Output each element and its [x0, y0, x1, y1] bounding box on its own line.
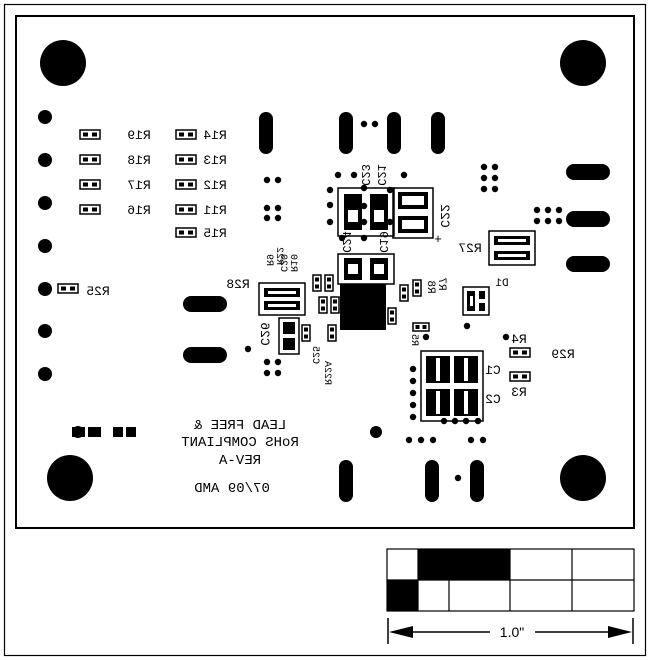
mounting-hole — [560, 455, 606, 501]
label-plus: + — [434, 232, 442, 247]
oval-pads — [183, 112, 610, 502]
label-c21: C21 — [374, 164, 388, 186]
label-r5: R5 — [408, 334, 419, 346]
label-d1: D1 — [495, 278, 509, 290]
capacitor-footprints — [258, 187, 536, 422]
label-r9: R9 — [263, 254, 274, 266]
label-r17: R17 — [127, 178, 150, 193]
label-r15: R15 — [203, 226, 226, 241]
label-c2: C2 — [485, 392, 501, 407]
note-rohs: RoHS COMPLIANT — [181, 435, 299, 451]
note-date: 07/09 AMD — [194, 481, 270, 497]
label-c26: C26 — [257, 322, 272, 345]
label-r4: R4 — [511, 332, 527, 347]
label-c25: C25 — [309, 346, 320, 364]
label-r16: R16 — [127, 203, 150, 218]
label-r13: R13 — [203, 153, 226, 168]
label-r19: R19 — [127, 128, 150, 143]
label-c1: C1 — [485, 363, 501, 378]
left-pad-column — [38, 110, 52, 381]
label-r18: R18 — [127, 153, 150, 168]
outer-frame — [3, 3, 647, 657]
note-rev: REV-A — [218, 453, 261, 469]
scale-label: 1.0" — [500, 624, 524, 640]
label-r25: R25 — [86, 284, 109, 299]
note-lead-free: LEAD FREE & — [193, 418, 286, 434]
label-r7: R7 — [435, 277, 447, 290]
mounting-holes — [40, 40, 606, 501]
label-r22: R22 — [273, 247, 284, 265]
board-notes: LEAD FREE & RoHS COMPLIANT REV-A 07/09 A… — [72, 418, 299, 497]
resistor-pads — [57, 129, 531, 382]
label-r22a: R22A — [321, 361, 332, 385]
mounting-hole — [47, 455, 93, 501]
label-r28: R28 — [226, 277, 249, 292]
label-c20: C20 — [277, 254, 288, 272]
label-r14: R14 — [203, 128, 227, 143]
label-r11: R11 — [203, 203, 227, 218]
scale-bar: 1.0" — [386, 548, 635, 644]
label-r29: R29 — [551, 347, 574, 362]
mounting-hole — [40, 40, 86, 86]
label-c22: C22 — [437, 204, 452, 227]
label-r8: R8 — [424, 280, 436, 293]
label-r10: R10 — [287, 254, 298, 272]
label-r12: R12 — [203, 178, 226, 193]
board-outline — [15, 15, 635, 529]
label-r3: R3 — [511, 385, 527, 400]
label-r27: R27 — [458, 241, 481, 256]
refdes-labels: R19 R18 R17 R16 R14 R13 R12 R11 R15 R25 … — [86, 128, 574, 407]
mounting-hole — [560, 40, 606, 86]
label-c19: C19 — [376, 231, 390, 253]
label-c24: C24 — [339, 231, 353, 253]
label-c23: C23 — [358, 164, 372, 186]
